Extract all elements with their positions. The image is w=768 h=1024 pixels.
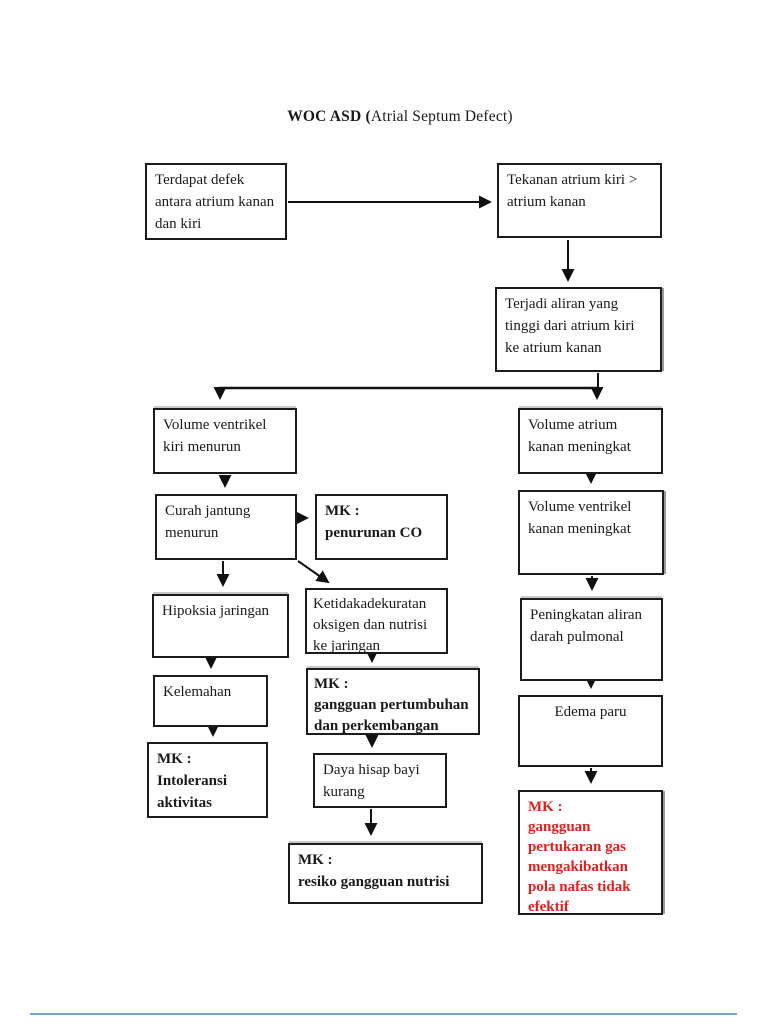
- node-hipoksia-jaringan: Hipoksia jaringan: [152, 594, 289, 658]
- node-peningkatan-aliran: Peningkatan aliran darah pulmonal: [520, 598, 663, 681]
- title-bold-part: WOC ASD (: [287, 108, 371, 125]
- node-edema-paru: Edema paru: [518, 695, 663, 767]
- title-regular-part: Atrial Septum Defect): [370, 108, 513, 125]
- node-daya-hisap: Daya hisap bayi kurang: [313, 753, 447, 808]
- node-volume-ventrikel-kanan: Volume ventrikel kanan meningkat: [518, 490, 664, 575]
- arrow-curah-to-ketidak: [297, 560, 330, 584]
- node-curah-jantung: Curah jantung menurun: [155, 494, 297, 560]
- footer-line: [30, 1013, 737, 1015]
- node-volume-ventrikel-kiri: Volume ventrikel kiri menurun: [153, 408, 297, 474]
- page-title: WOC ASD (Atrial Septum Defect): [32, 108, 768, 126]
- node-mk-penurunan-co: MK : penurunan CO: [315, 494, 448, 560]
- node-mk-pertumbuhan: MK : gangguan pertumbuhan dan perkembang…: [306, 668, 480, 735]
- node-kelemahan: Kelemahan: [153, 675, 268, 727]
- node-terjadi-aliran: Terjadi aliran yang tinggi dari atrium k…: [495, 287, 662, 372]
- node-mk-intoleransi: MK : Intoleransi aktivitas: [147, 742, 268, 818]
- node-volume-atrium-kanan: Volume atrium kanan meningkat: [518, 408, 663, 474]
- node-terdapat-defek: Terdapat defek antara atrium kanan dan k…: [145, 163, 287, 240]
- node-mk-pertukaran-gas: MK : gangguan pertukaran gas mengakibatk…: [518, 790, 663, 915]
- node-mk-nutrisi: MK : resiko gangguan nutrisi: [288, 843, 483, 904]
- node-ketidakadekuratan: Ketidakadekuratan oksigen dan nutrisi ke…: [305, 588, 448, 654]
- node-tekanan-atrium: Tekanan atrium kiri > atrium kanan: [497, 163, 662, 238]
